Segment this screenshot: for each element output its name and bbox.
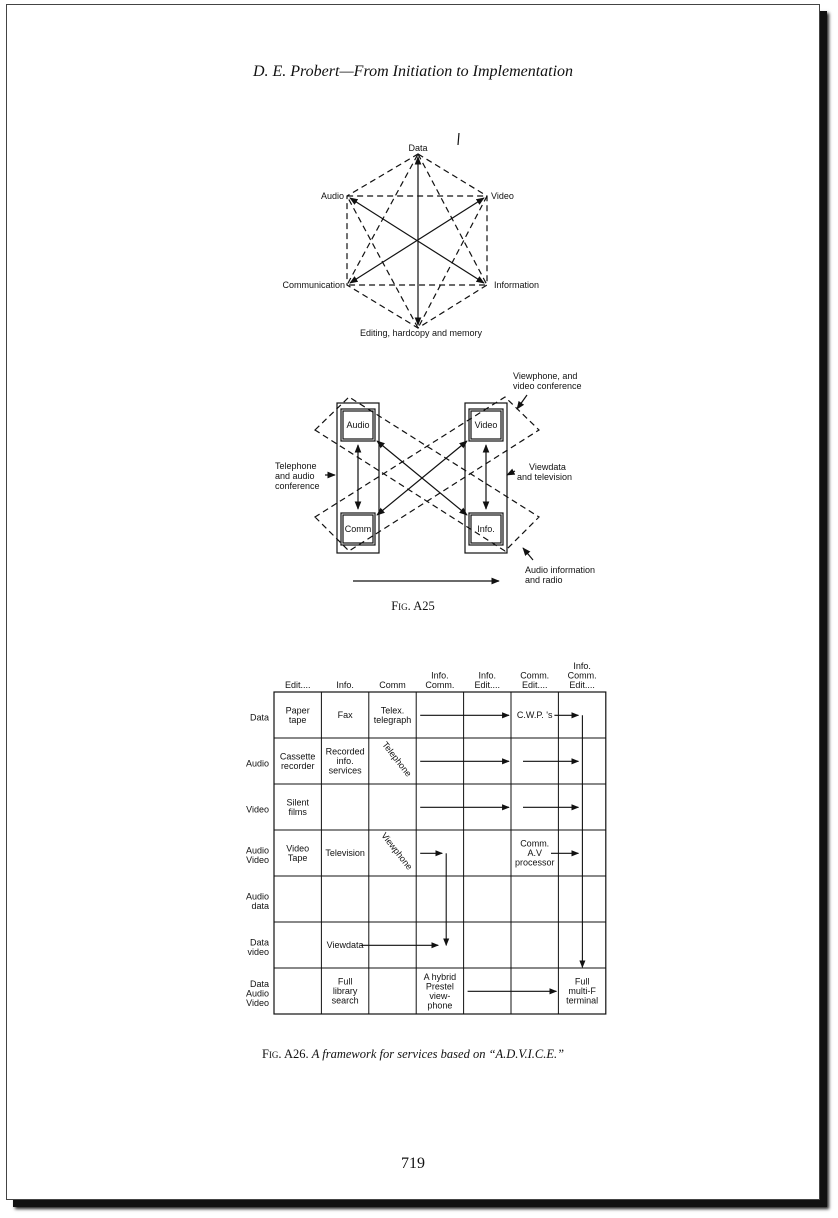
table-cell: Viewdata	[327, 940, 364, 950]
hexagon-diagram	[345, 152, 488, 330]
advice-table: Edit.... Info. Comm Info.Comm. Info.Edit....…	[246, 661, 607, 1015]
fig-a26-label: Fig. A26.	[261, 1047, 309, 1061]
stray-mark	[457, 132, 460, 146]
col-header: Info.Edit....	[475, 671, 501, 691]
col-header: Edit....	[285, 680, 311, 690]
fig-a25-caption: Fig. A25	[7, 599, 819, 614]
col-header: Comm.Edit....	[520, 671, 549, 691]
running-header: D. E. Probert—From Initiation to Impleme…	[252, 63, 574, 80]
row-header: Video	[246, 804, 269, 814]
triangle-data-info-comm	[345, 152, 488, 286]
col-header: Info.Comm.Edit....	[568, 661, 597, 690]
book-page: D. E. Probert—From Initiation to Impleme…	[6, 4, 820, 1200]
hex-label-editing: Editing, hardcopy and memory	[360, 328, 483, 338]
arrow-video-comm	[376, 440, 468, 516]
box-label-info: Info.	[477, 524, 495, 534]
table-cell: Television	[325, 848, 365, 858]
fig-a26-caption: Fig. A26. A framework for services based…	[7, 1047, 819, 1062]
table-cell-rotated: Telephone	[380, 740, 413, 779]
row-header: Data	[250, 712, 269, 722]
col-header: Info.	[336, 680, 354, 690]
hex-label-video: Video	[491, 191, 514, 201]
figures-canvas: Data Audio Video Communication Informati…	[246, 132, 607, 1015]
label-audio-information-radio: Audio information and radio	[525, 565, 598, 585]
fig-a25-label: Fig. A25	[391, 599, 435, 613]
label-viewphone-conference: Viewphone, and video conference	[513, 371, 582, 391]
fig-a26-text: A framework for services based on “A.D.V…	[311, 1047, 565, 1061]
box-label-comm: Comm	[345, 524, 372, 534]
label-telephone-conference: Telephone and audio conference	[275, 461, 320, 491]
triangle-bottom-audio-video	[345, 195, 488, 330]
row-header: Audio	[246, 758, 269, 768]
table-cell: C.W.P. 's	[517, 710, 553, 720]
page-number: 719	[401, 1155, 425, 1172]
box-label-video: Video	[475, 420, 498, 430]
hex-label-audio: Audio	[321, 191, 344, 201]
hex-label-communication: Communication	[282, 280, 345, 290]
table-cell: Telex.telegraph	[374, 705, 412, 725]
table-border	[273, 691, 607, 1015]
dashed-region-lower	[314, 396, 540, 552]
hex-label-information: Information	[494, 280, 539, 290]
box-label-audio: Audio	[346, 420, 369, 430]
col-header: Comm	[379, 680, 406, 690]
fig-a25-diagram	[314, 394, 540, 585]
label-viewdata-television: Viewdata and television	[517, 462, 572, 482]
table-cell: Fax	[338, 710, 354, 720]
table-cell-rotated: Viewphone	[379, 831, 414, 872]
hex-label-data: Data	[408, 143, 427, 153]
col-header: Info.Comm.	[425, 671, 454, 691]
